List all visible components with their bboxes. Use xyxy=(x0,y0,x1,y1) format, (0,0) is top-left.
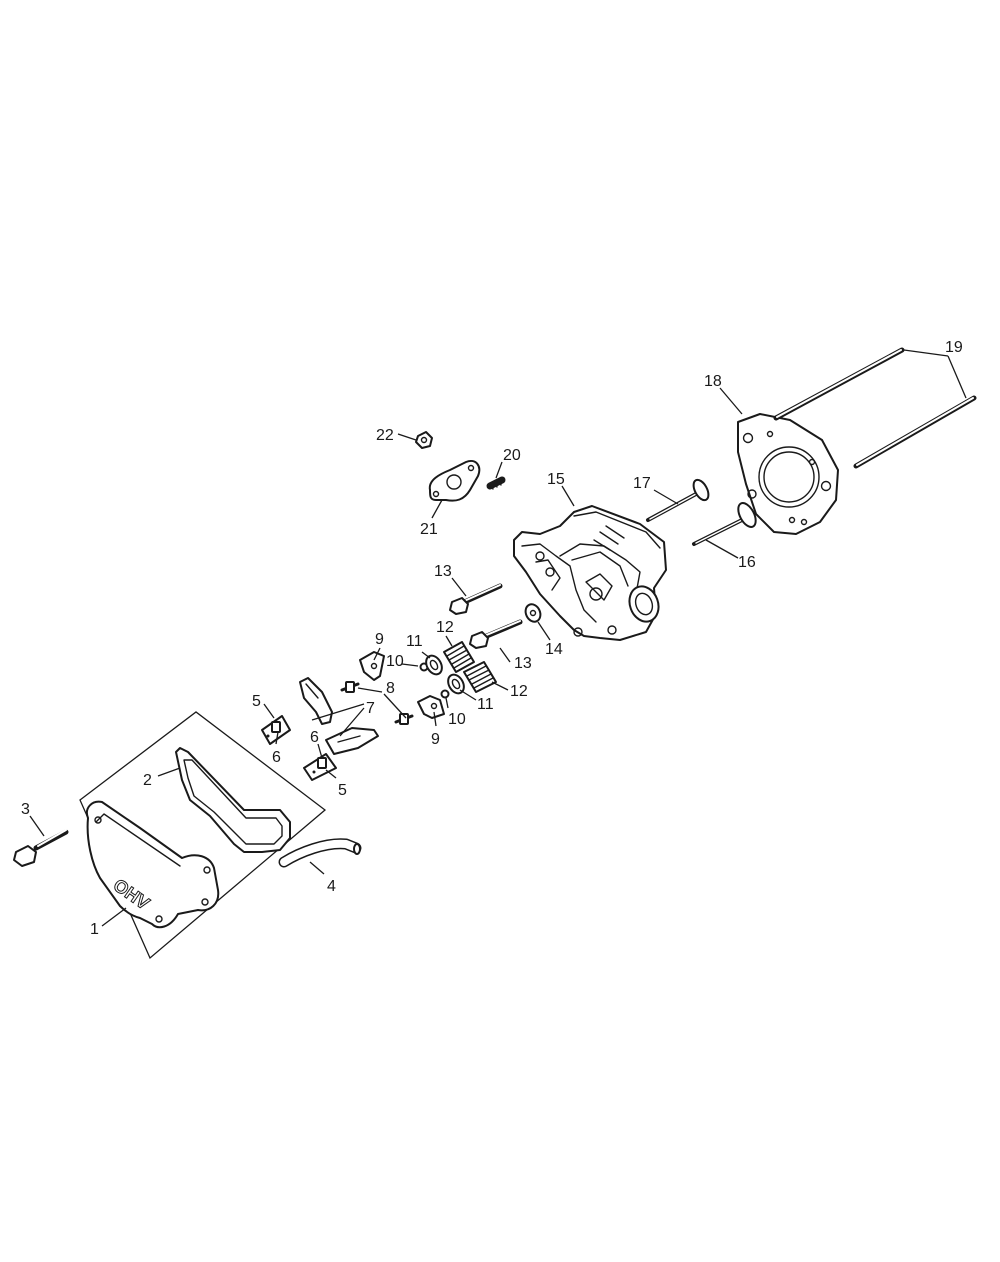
rocker-pivot-lower xyxy=(394,713,414,725)
callout-11a: 11 xyxy=(406,633,423,650)
guide-plate-lower xyxy=(303,753,337,781)
rocker-arm-upper xyxy=(299,677,333,725)
push-rod-upper xyxy=(773,347,905,421)
spring-retainer-upper xyxy=(425,654,443,676)
callout-2: 2 xyxy=(143,772,152,789)
callout-21: 21 xyxy=(420,521,438,538)
callout-9a: 9 xyxy=(375,631,384,648)
callout-9b: 9 xyxy=(431,731,440,748)
valve-spring-upper xyxy=(443,641,475,673)
callout-14: 14 xyxy=(545,641,563,658)
exhaust-stud xyxy=(486,476,506,490)
callout-15: 15 xyxy=(547,471,565,488)
callout-10b: 10 xyxy=(448,711,466,728)
callout-12b: 12 xyxy=(510,683,528,700)
valve-cover: OHV xyxy=(86,800,220,929)
head-gasket xyxy=(737,413,839,535)
head-bolt-lower xyxy=(469,619,523,649)
push-rod-guide-upper xyxy=(359,651,385,681)
callout-labels: 1 2 3 4 5 5 6 6 7 8 9 9 10 10 11 11 12 1… xyxy=(21,339,963,938)
push-rod-guide-lower xyxy=(417,695,445,719)
exhaust-gasket xyxy=(428,460,481,502)
valve-keeper-lower xyxy=(440,689,450,699)
leader-lines xyxy=(29,349,967,927)
washer xyxy=(524,603,542,623)
callout-4: 4 xyxy=(327,878,336,895)
rocker-pivot-upper xyxy=(340,681,360,693)
callout-3: 3 xyxy=(21,801,30,818)
spring-retainer-lower xyxy=(447,673,465,695)
valve-spring-lower xyxy=(463,661,497,693)
callout-13a: 13 xyxy=(434,563,452,580)
intake-valve xyxy=(646,478,710,522)
callout-22: 22 xyxy=(376,427,394,444)
head-bolt-upper xyxy=(449,583,503,615)
callout-16: 16 xyxy=(738,554,756,571)
rocker-arm-lower xyxy=(325,727,379,755)
callout-5b: 5 xyxy=(338,782,347,799)
callout-11b: 11 xyxy=(477,696,494,713)
cover-gasket xyxy=(175,747,291,853)
callout-13b: 13 xyxy=(514,655,532,672)
exhaust-valve xyxy=(692,502,757,546)
callout-19: 19 xyxy=(945,339,963,356)
callout-6b: 6 xyxy=(310,729,319,746)
exhaust-nut xyxy=(415,431,433,449)
callout-10a: 10 xyxy=(386,653,404,670)
guide-plate-upper xyxy=(261,715,291,745)
breather-hose xyxy=(278,838,362,868)
cylinder-head xyxy=(513,505,667,641)
callout-20: 20 xyxy=(503,447,521,464)
push-rod-lower xyxy=(853,395,977,469)
callout-18: 18 xyxy=(704,373,722,390)
callout-7: 7 xyxy=(366,700,375,717)
callout-6a: 6 xyxy=(272,749,281,766)
cover-bolt xyxy=(13,829,69,867)
callout-17: 17 xyxy=(633,475,651,492)
callout-1: 1 xyxy=(90,921,99,938)
callout-8: 8 xyxy=(386,680,395,697)
callout-12a: 12 xyxy=(436,619,454,636)
callout-5a: 5 xyxy=(252,693,261,710)
